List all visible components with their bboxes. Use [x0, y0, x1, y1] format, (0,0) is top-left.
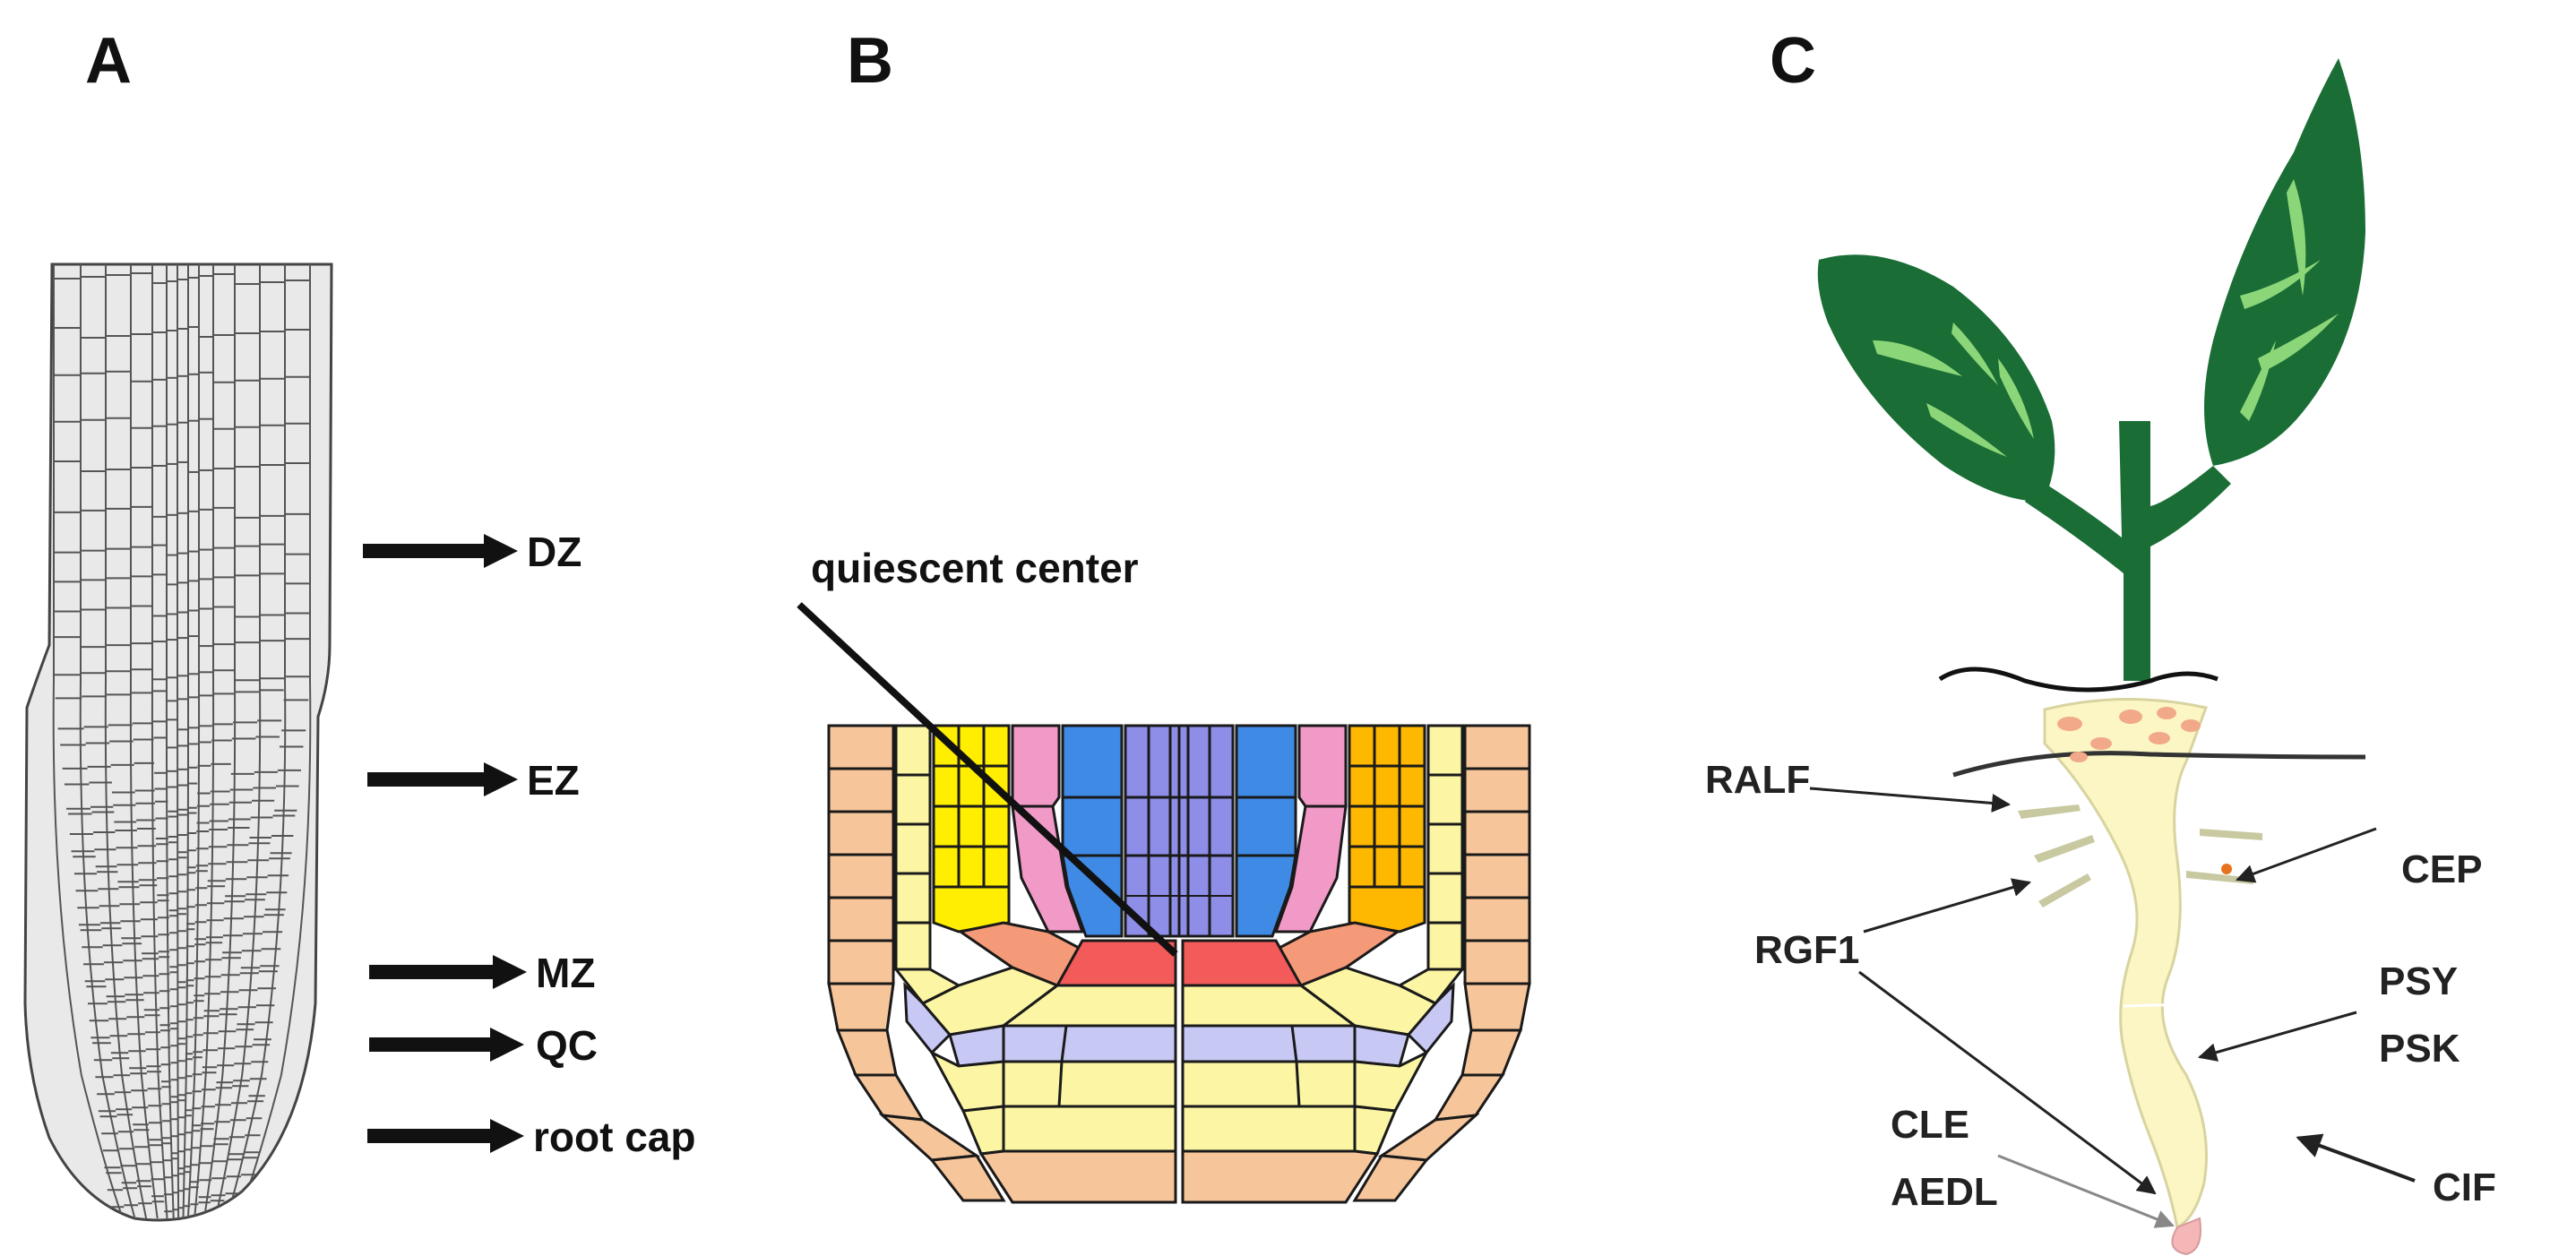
pointer-ralf	[1809, 787, 2012, 813]
lateral-root-cap-left	[827, 724, 1006, 1202]
pointer-rgf1-lateral	[1863, 878, 2032, 933]
right-leaf	[2204, 58, 2365, 466]
panel-a: A DZ EZ MZ QC root cap	[23, 25, 695, 1222]
soil-line-top	[1938, 667, 2218, 693]
peptide-label-cle: CLE	[1891, 1103, 1969, 1147]
root-cell	[176, 264, 180, 1219]
cep-signal-dot	[2221, 864, 2232, 874]
soil-line	[1952, 751, 2366, 778]
peptide-label-rgf1: RGF1	[1754, 928, 1859, 972]
peptide-label-aedl: AEDL	[1891, 1170, 1998, 1214]
pointer-cle-aedl	[1997, 1154, 2175, 1228]
root-cell-grid	[52, 264, 312, 1219]
zone-arrowhead-ez	[484, 762, 518, 796]
root-tip-illustration	[23, 262, 333, 1222]
panel-b: B	[797, 25, 1531, 1204]
pointer-rgf1-tip	[1858, 970, 2157, 1195]
vascular-blue	[1061, 724, 1297, 938]
ground-tissue-left	[932, 724, 1011, 933]
zone-label-ez: EZ	[527, 757, 580, 804]
zone-label-root-cap: root cap	[533, 1114, 695, 1160]
zone-arrowhead-dz	[484, 534, 518, 568]
root-cell	[165, 264, 175, 1219]
leaf-veins	[1873, 179, 2339, 457]
panel-c: C	[1705, 25, 2496, 1256]
root-meristem-diagram	[827, 724, 1531, 1204]
shoot-stem	[2025, 421, 2231, 681]
columella-bottom-orange	[978, 1149, 1380, 1204]
seedling-illustration	[1817, 58, 2366, 1256]
pointer-psy-psk	[2197, 1011, 2357, 1062]
pericycle	[1011, 724, 1348, 933]
root-cell	[237, 264, 312, 1219]
peptide-label-cif: CIF	[2433, 1166, 2496, 1209]
panel-letter-a: A	[85, 25, 132, 97]
ground-tissue-right	[1348, 724, 1426, 933]
quiescent-center-cells	[1055, 939, 1304, 987]
root-cell	[151, 264, 168, 1219]
zone-arrowhead-mz	[493, 955, 527, 989]
zone-label-qc: QC	[536, 1022, 598, 1069]
root-cell	[194, 264, 215, 1219]
panel-letter-b: B	[847, 25, 893, 97]
root-seeds	[2057, 707, 2201, 762]
peptide-label-cep: CEP	[2401, 847, 2482, 891]
callout-quiescent-center: quiescent center	[811, 545, 1139, 591]
root-cell	[129, 264, 159, 1219]
zone-label-dz: DZ	[527, 529, 582, 575]
root-cell	[52, 264, 124, 1219]
columella-upper	[920, 966, 1438, 1037]
left-leaf	[1817, 254, 2055, 502]
zone-label-mz: MZ	[536, 950, 595, 996]
root-cell	[182, 264, 190, 1219]
root-junction-line	[2123, 1002, 2187, 1008]
epidermis-right	[1396, 724, 1466, 1005]
epidermis-left	[892, 724, 962, 1005]
root-body	[2043, 698, 2209, 1230]
peptide-labels: RALF CEP RGF1 PSY PSK CLE AEDL CIF	[1705, 758, 2496, 1228]
callout-pointer-line	[797, 602, 1178, 957]
pointer-cif	[2296, 1133, 2416, 1183]
pointer-cep	[2236, 827, 2377, 883]
peptide-label-ralf: RALF	[1705, 758, 1810, 802]
root-tip-cap	[2171, 1217, 2201, 1256]
peptide-label-psy: PSY	[2379, 959, 2458, 1003]
zone-arrows: DZ EZ MZ QC root cap	[363, 529, 695, 1160]
root-cell	[79, 264, 136, 1219]
stele-lavender	[1124, 724, 1235, 938]
peptide-label-psk: PSK	[2379, 1027, 2460, 1071]
lateral-root-cap-right	[1352, 724, 1531, 1202]
root-cell	[104, 264, 148, 1219]
panel-letter-c: C	[1770, 25, 1816, 97]
columella-lower	[928, 1049, 1430, 1156]
zone-arrowhead-root-cap	[490, 1119, 524, 1153]
zone-arrowhead-qc	[490, 1028, 524, 1062]
quiescent-center-callout: quiescent center	[797, 545, 1178, 957]
